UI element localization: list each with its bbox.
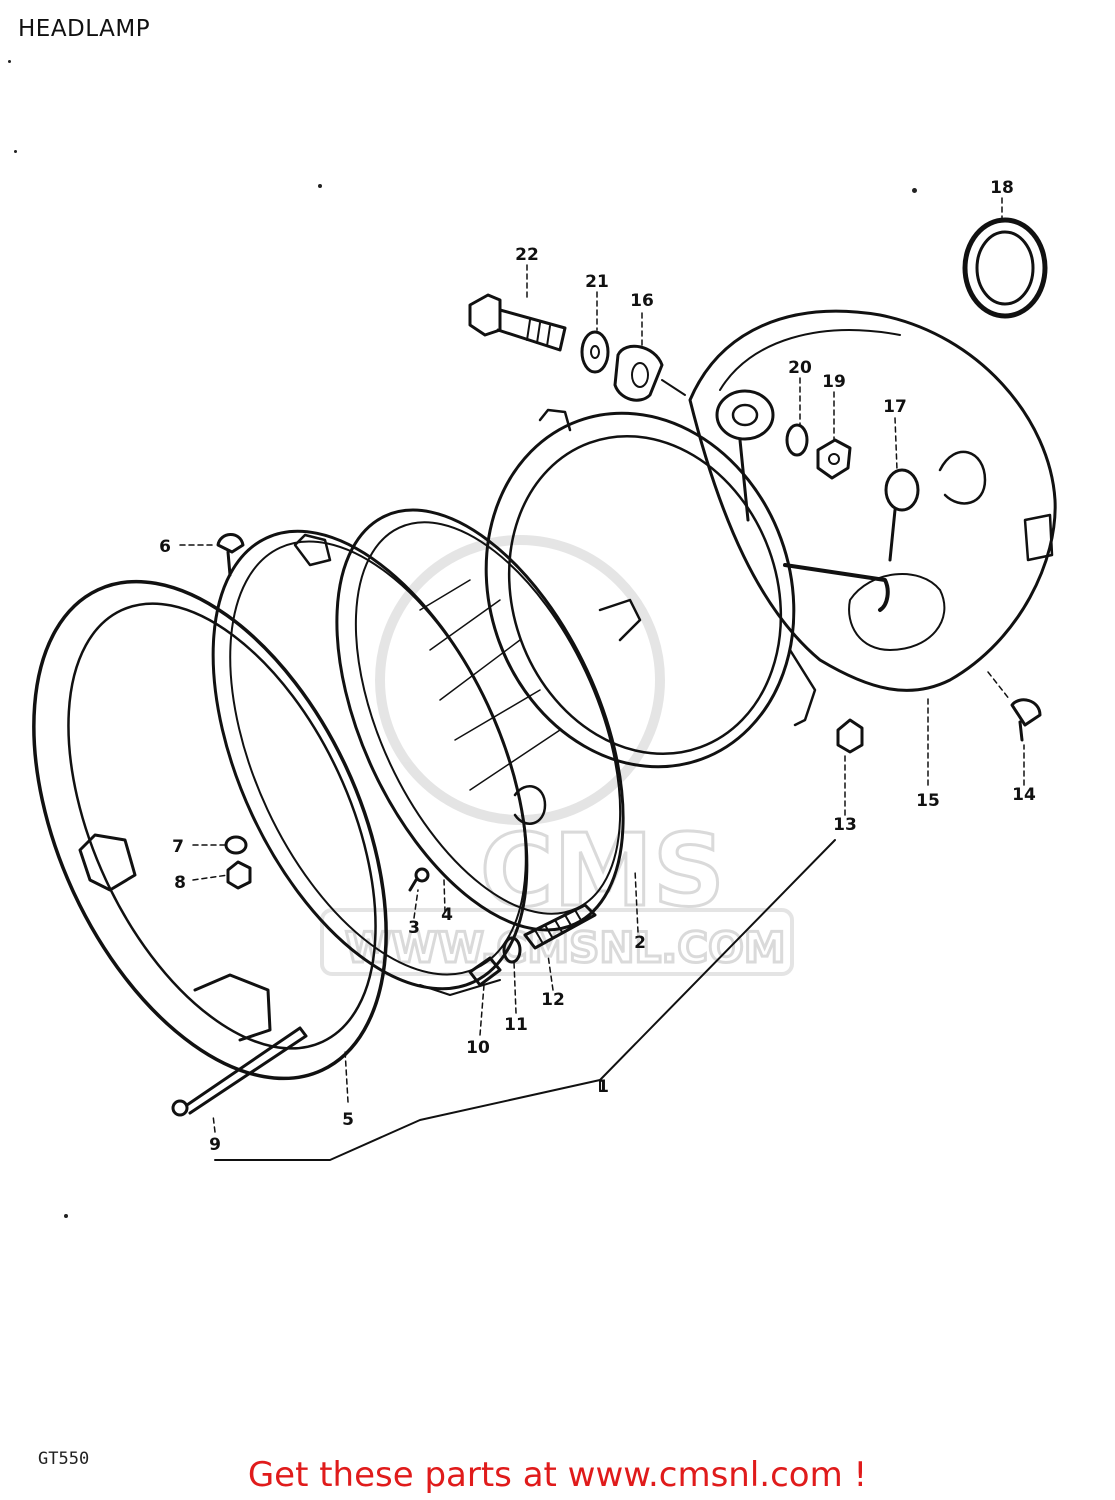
part-label-8: 8 bbox=[174, 873, 186, 893]
part-labels: 1 2 3 4 5 6 7 8 9 10 11 12 13 14 15 16 1… bbox=[159, 178, 1036, 1155]
scan-speck bbox=[64, 1214, 68, 1218]
screw-6 bbox=[216, 533, 245, 577]
screw-3 bbox=[408, 867, 430, 892]
part-label-19: 19 bbox=[822, 372, 846, 392]
footer-shop-link[interactable]: Get these parts at www.cmsnl.com ! bbox=[247, 1455, 868, 1495]
adjust-bolt-9 bbox=[171, 1026, 308, 1117]
nut-13 bbox=[836, 718, 864, 754]
nut-19 bbox=[816, 438, 852, 480]
part-label-9: 9 bbox=[209, 1135, 221, 1155]
part-label-13: 13 bbox=[833, 815, 857, 835]
part-label-22: 22 bbox=[515, 245, 539, 265]
scan-speck bbox=[8, 60, 11, 63]
headlamp-housing bbox=[688, 309, 1057, 692]
part-label-20: 20 bbox=[788, 358, 812, 378]
bushing-10 bbox=[468, 956, 502, 987]
page-title: HEADLAMP bbox=[18, 16, 151, 42]
nut-7 bbox=[224, 835, 248, 855]
model-code: GT550 bbox=[38, 1449, 90, 1469]
part-label-11: 11 bbox=[504, 1015, 528, 1035]
part-label-18: 18 bbox=[990, 178, 1014, 198]
spring-12 bbox=[523, 903, 597, 950]
scan-speck bbox=[912, 188, 917, 193]
part-label-2: 2 bbox=[634, 933, 646, 953]
leader-lines bbox=[179, 197, 1025, 1133]
part-label-7: 7 bbox=[172, 837, 184, 857]
part-label-14: 14 bbox=[1012, 785, 1036, 805]
cap-ring bbox=[962, 217, 1048, 319]
rubber-bushing bbox=[613, 344, 686, 402]
outer-rim bbox=[32, 579, 388, 1081]
part-label-12: 12 bbox=[541, 990, 565, 1010]
part-label-21: 21 bbox=[585, 272, 609, 292]
scan-speck bbox=[318, 184, 322, 188]
screw-14 bbox=[1010, 698, 1042, 742]
washer bbox=[580, 330, 610, 374]
part-label-6: 6 bbox=[159, 537, 171, 557]
part-label-5: 5 bbox=[342, 1110, 354, 1130]
washer-20 bbox=[785, 423, 809, 457]
scan-speck bbox=[14, 150, 17, 153]
watermark: CMS WWW.CMSNL.COM bbox=[320, 535, 794, 976]
washer-11 bbox=[502, 936, 522, 964]
headlamp-mounting-ring bbox=[484, 408, 817, 769]
part-label-15: 15 bbox=[916, 791, 940, 811]
assembly-brackets bbox=[214, 839, 836, 1161]
mounting-bolt bbox=[468, 293, 567, 352]
part-label-4: 4 bbox=[441, 905, 453, 925]
part-label-3: 3 bbox=[408, 918, 420, 938]
part-label-10: 10 bbox=[466, 1038, 490, 1058]
part-label-17: 17 bbox=[883, 397, 907, 417]
part-label-1: 1 bbox=[597, 1077, 609, 1097]
nut-8 bbox=[226, 860, 252, 890]
part-label-16: 16 bbox=[630, 291, 654, 311]
